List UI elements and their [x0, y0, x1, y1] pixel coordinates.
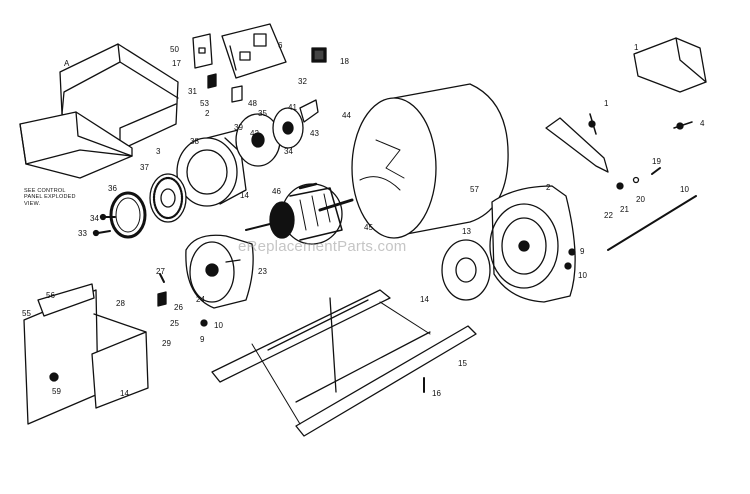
- cover-5: [633, 37, 707, 93]
- callout-37: 37: [140, 163, 149, 172]
- callout-24: 24: [196, 295, 205, 304]
- watermark-text: eReplacementParts.com: [238, 238, 407, 255]
- tie-rod-10: [607, 195, 697, 251]
- callout-13: 13: [462, 227, 471, 236]
- callout-55: 55: [22, 309, 31, 318]
- motor-shell-57: [351, 83, 509, 239]
- callout-31: 31: [188, 87, 197, 96]
- bracket-41: [299, 99, 319, 123]
- callout-14-mid: 14: [420, 295, 429, 304]
- control-bracket-50: [192, 33, 213, 69]
- cover-29: [91, 313, 149, 409]
- blower-wheel-37: [149, 173, 187, 223]
- callout-4: 4: [700, 119, 705, 128]
- callout-46: 46: [272, 187, 281, 196]
- callout-14-a: 14: [240, 191, 249, 200]
- callout-42: 42: [250, 129, 259, 138]
- callout-50: 50: [170, 45, 179, 54]
- see-control-panel-note: SEE CONTROL PANEL EXPLODED VIEW.: [24, 188, 76, 207]
- callout-34: 34: [90, 214, 99, 223]
- callout-39: 39: [234, 123, 243, 132]
- callout-45: 45: [364, 223, 373, 232]
- callout-7: 2: [205, 109, 210, 118]
- callout-17: 17: [172, 59, 181, 68]
- callout-a: A: [64, 59, 70, 68]
- callout-23: 23: [258, 267, 267, 276]
- callout-28: 28: [116, 299, 125, 308]
- callout-57: 57: [470, 185, 479, 194]
- callout-19: 19: [652, 157, 661, 166]
- bracket-1: [545, 117, 609, 173]
- callout-2: 2: [546, 183, 551, 192]
- callout-1-top: 1: [634, 43, 639, 52]
- callout-9-right: 9: [580, 247, 585, 256]
- callout-34-upper: 34: [284, 147, 293, 156]
- ring-36: [109, 191, 147, 239]
- blower-scroll-38: [176, 129, 247, 207]
- clip-26: [157, 291, 167, 307]
- note-line-1: SEE CONTROL: [24, 188, 66, 194]
- control-panel-55: [23, 283, 99, 425]
- callout-53: 53: [200, 99, 209, 108]
- switch-31: [207, 73, 217, 89]
- switch-48: [231, 85, 243, 103]
- callout-6: 6: [278, 41, 283, 50]
- callout-32: 32: [298, 77, 307, 86]
- callout-56: 56: [46, 291, 55, 300]
- plate-13: [441, 239, 491, 301]
- end-housing-2: [489, 185, 576, 303]
- callout-3: 3: [156, 147, 161, 156]
- callout-22: 22: [604, 211, 613, 220]
- callout-29: 29: [162, 339, 171, 348]
- callout-59: 59: [52, 387, 61, 396]
- note-line-2: PANEL EXPLODED: [24, 194, 76, 201]
- callout-16: 16: [432, 389, 441, 398]
- screws-left: [92, 213, 116, 237]
- callout-43: 43: [310, 129, 319, 138]
- callout-26: 26: [174, 303, 183, 312]
- callout-1: 1: [604, 99, 609, 108]
- callout-35: 35: [258, 109, 267, 118]
- screw-10a: [200, 319, 208, 327]
- callout-9-left: 9: [200, 335, 205, 344]
- callout-44: 44: [342, 111, 351, 120]
- callout-21: 21: [620, 205, 629, 214]
- callout-25: 25: [170, 319, 179, 328]
- callout-20: 20: [636, 195, 645, 204]
- note-line-3: VIEW.: [24, 200, 41, 207]
- screws-right: [564, 113, 693, 270]
- callout-48: 48: [248, 99, 257, 108]
- callout-33: 33: [78, 229, 87, 238]
- rotor-45: [245, 183, 354, 245]
- callout-14-bottom: 14: [120, 389, 129, 398]
- screw-27: [159, 273, 165, 283]
- callout-10-right: 10: [578, 271, 587, 280]
- pin-46: [298, 182, 318, 190]
- callout-36: 36: [108, 184, 117, 193]
- end-bell-23: [185, 234, 254, 309]
- callout-10-left: 10: [214, 321, 223, 330]
- base-tray: [19, 111, 133, 179]
- base-frame-15: [211, 289, 477, 437]
- callout-38: 38: [190, 137, 199, 146]
- callout-15: 15: [458, 359, 467, 368]
- callout-41: 41: [288, 103, 297, 112]
- control-plate: [221, 23, 287, 79]
- callout-10-far-right: 10: [680, 185, 689, 194]
- callout-18: 18: [340, 57, 349, 66]
- callout-27: 27: [156, 267, 165, 276]
